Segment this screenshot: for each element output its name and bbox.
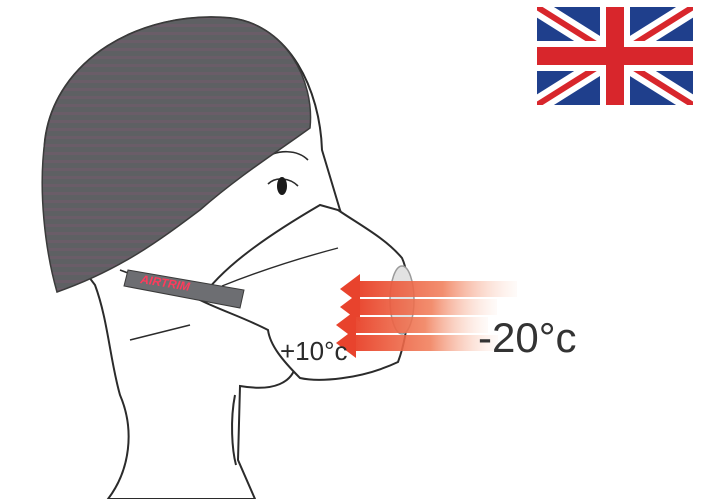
union-jack-flag-icon[interactable]	[537, 7, 693, 105]
inner-temperature-label: +10°c	[280, 336, 348, 366]
outer-temperature-label: -20°c	[478, 314, 577, 361]
